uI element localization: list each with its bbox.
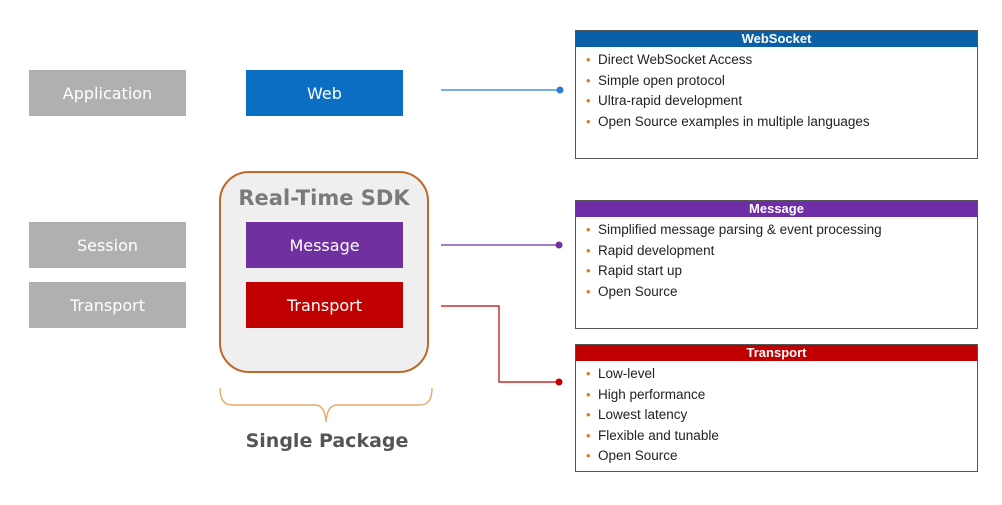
feature-text: Simplified message parsing & event proce… (598, 222, 882, 237)
layer-session: Session (29, 222, 186, 268)
list-item: • Ultra-rapid development (586, 91, 977, 112)
feature-text: Lowest latency (598, 407, 688, 422)
message-block-label: Message (289, 235, 360, 255)
transport-panel: Transport • Low-level • High performance •… (575, 344, 978, 472)
bullet-icon: • (586, 263, 591, 278)
sdk-title: Real-Time SDK (238, 186, 410, 210)
message-block: Message (246, 222, 403, 268)
message-feature-list: • Simplified message parsing & event proc… (576, 217, 977, 302)
web-connector-dot (556, 86, 564, 94)
feature-text: High performance (598, 386, 706, 402)
websocket-panel: WebSocket • Direct WebSocket Access • Simp… (575, 30, 978, 159)
bullet-icon: • (586, 366, 591, 381)
feature-text: Ultra-rapid development (598, 93, 743, 108)
message-connector-dot (555, 241, 563, 249)
feature-text: Low-level (598, 366, 656, 381)
bullet-icon: • (586, 242, 591, 258)
feature-text: Flexible and tunable (598, 427, 719, 443)
feature-text: Open Source (598, 448, 678, 463)
list-item: • Direct WebSocket Access (586, 50, 977, 71)
list-item: • Lowest latency (586, 405, 977, 426)
web-block: Web (246, 70, 403, 116)
list-item: • Simple open protocol (586, 71, 977, 92)
list-item: • Open Source (586, 446, 977, 467)
bullet-icon: • (586, 93, 591, 108)
package-label: Single Package (245, 430, 409, 452)
feature-text: Simple open protocol (598, 72, 725, 88)
feature-text: Open Source (598, 283, 678, 299)
list-item: • Open Source (586, 282, 977, 303)
layer-session-label: Session (76, 235, 139, 255)
list-item: • Rapid start up (586, 261, 977, 282)
list-item: • High performance (586, 385, 977, 406)
transport-panel-title: Transport (576, 345, 977, 361)
message-panel: Message • Simplified message parsing & ev… (575, 200, 978, 329)
feature-text: Rapid start up (598, 263, 683, 278)
layer-application-label: Application (62, 83, 153, 103)
layer-application: Application (29, 70, 186, 116)
websocket-panel-title: WebSocket (576, 31, 977, 47)
web-block-label: Web (307, 83, 342, 103)
transport-block: Transport (246, 282, 403, 328)
list-item: • Low-level (586, 364, 977, 385)
layer-transport-label: Transport (69, 295, 146, 315)
message-panel-title: Message (576, 201, 977, 217)
bullet-icon: • (586, 386, 591, 402)
list-item: • Open Source examples in multiple langua… (586, 112, 977, 133)
feature-text: Rapid development (598, 242, 715, 258)
transport-feature-list: • Low-level • High performance • Lowest lat… (576, 361, 977, 467)
bullet-icon: • (586, 72, 591, 88)
bullet-icon: • (586, 407, 591, 422)
websocket-feature-list: • Direct WebSocket Access • Simple open pr… (576, 47, 977, 132)
bullet-icon: • (586, 113, 591, 129)
bullet-icon: • (586, 52, 591, 67)
sdk-frame (219, 171, 429, 373)
transport-connector-dot (555, 378, 563, 386)
bullet-icon: • (586, 448, 591, 463)
transport-connector (441, 305, 557, 383)
feature-text: Direct WebSocket Access (598, 52, 753, 67)
bullet-icon: • (586, 427, 591, 443)
list-item: • Simplified message parsing & event proc… (586, 220, 977, 241)
bullet-icon: • (586, 283, 591, 299)
list-item: • Rapid development (586, 241, 977, 262)
layer-transport: Transport (29, 282, 186, 328)
list-item: • Flexible and tunable (586, 426, 977, 447)
bullet-icon: • (586, 222, 591, 237)
transport-block-label: Transport (286, 295, 363, 315)
feature-text: Open Source examples in multiple languag… (598, 113, 870, 129)
package-bracket (219, 387, 433, 423)
